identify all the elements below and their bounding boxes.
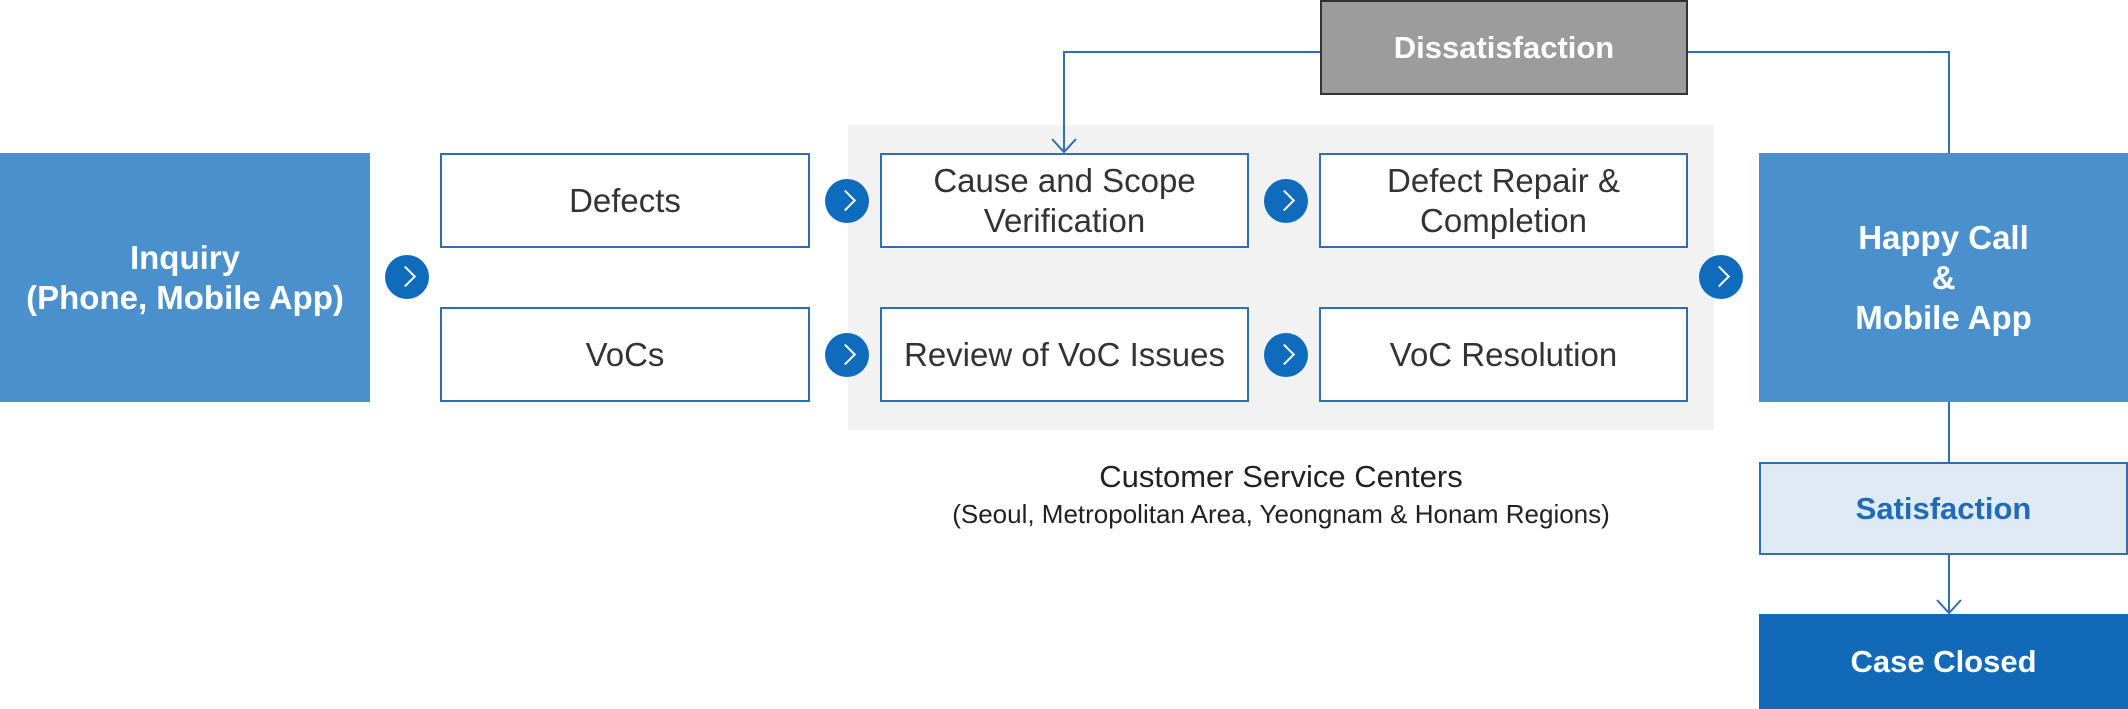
- satisfaction-label: Satisfaction: [1855, 490, 2032, 526]
- case-closed-label: Case Closed: [1850, 643, 2037, 679]
- happy-call-line3: Mobile App: [1855, 298, 2032, 336]
- panel-caption-subtitle: (Seoul, Metropolitan Area, Yeongnam & Ho…: [952, 499, 1610, 529]
- chevron-right-icon: [1264, 333, 1308, 377]
- voc-resolution-label: VoC Resolution: [1389, 335, 1618, 373]
- chevron-right-icon: [825, 333, 869, 377]
- vocs-node: VoCs: [440, 307, 810, 402]
- arrow-down-icon: [1051, 138, 1077, 154]
- panel-caption-title: Customer Service Centers: [1099, 459, 1463, 494]
- inquiry-channels: (Phone, Mobile App): [26, 278, 344, 316]
- chevron-right-icon: [385, 255, 429, 299]
- happy-call-line2: &: [1931, 258, 1956, 296]
- satisfaction-node: Satisfaction: [1759, 462, 2128, 555]
- chevron-right-icon: [825, 179, 869, 223]
- voc-resolution-node: VoC Resolution: [1319, 307, 1688, 402]
- dissatisfaction-label: Dissatisfaction: [1393, 29, 1615, 65]
- case-closed-node: Case Closed: [1759, 614, 2128, 709]
- review-voc-node: Review of VoC Issues: [880, 307, 1249, 402]
- defects-label: Defects: [569, 181, 681, 219]
- cause-scope-node: Cause and Scope Verification: [880, 153, 1249, 248]
- happy-call-node: Happy Call & Mobile App: [1759, 153, 2128, 402]
- chevron-right-icon: [1699, 255, 1743, 299]
- defect-repair-line1: Defect Repair &: [1387, 161, 1620, 199]
- vocs-label: VoCs: [585, 335, 665, 373]
- dissatisfaction-node: Dissatisfaction: [1320, 0, 1688, 95]
- inquiry-label: Inquiry: [129, 238, 240, 276]
- cause-scope-line1: Cause and Scope: [933, 161, 1196, 199]
- happy-call-line1: Happy Call: [1858, 218, 2029, 256]
- cause-scope-line2: Verification: [983, 201, 1146, 239]
- chevron-right-icon: [1264, 179, 1308, 223]
- defect-repair-node: Defect Repair & Completion: [1319, 153, 1688, 248]
- arrow-down-icon: [1936, 599, 1962, 615]
- dissatisfaction-loop-line: [1063, 51, 1950, 153]
- inquiry-node: Inquiry (Phone, Mobile App): [0, 153, 370, 402]
- defects-node: Defects: [440, 153, 810, 248]
- review-voc-label: Review of VoC Issues: [904, 335, 1225, 373]
- defect-repair-line2: Completion: [1420, 201, 1587, 239]
